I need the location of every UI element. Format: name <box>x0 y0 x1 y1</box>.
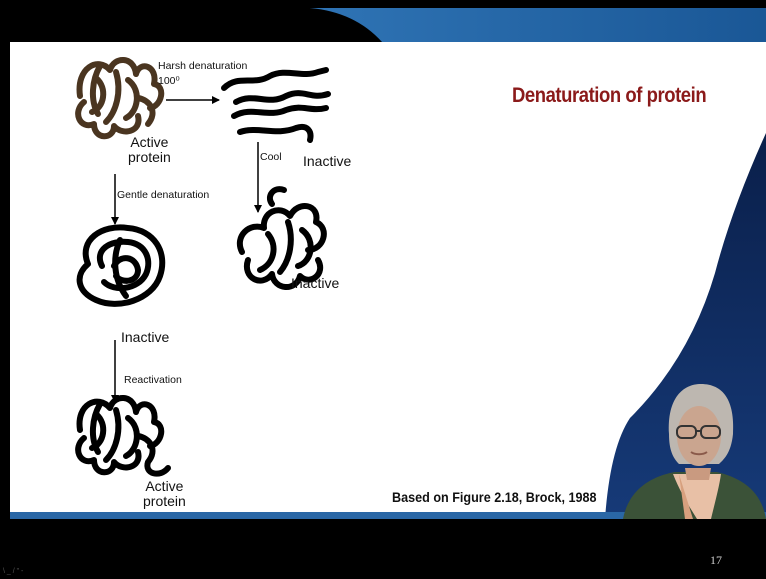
slide: Harsh denaturation 100⁰ Cool Gentle dena… <box>10 8 766 519</box>
inactive-label-misfolded: Inactive <box>291 276 339 291</box>
harsh-denaturation-text: Harsh denaturation <box>158 61 247 73</box>
presenter-video <box>615 376 766 519</box>
gentle-denaturation-label: Gentle denaturation <box>117 190 209 202</box>
page-number: 17 <box>710 553 722 568</box>
bottom-black-bar <box>0 519 766 579</box>
harsh-denaturation-label: Harsh denaturation 100⁰ <box>158 61 247 87</box>
gently-denatured-coil <box>80 227 163 303</box>
active-protein-bottom-line1: Active <box>143 479 186 494</box>
active-protein-bottom-line2: protein <box>143 494 186 509</box>
active-protein-line2: protein <box>128 150 171 165</box>
inactive-label-gentle: Inactive <box>121 330 169 345</box>
active-protein-line1: Active <box>128 135 171 150</box>
slide-title: Denaturation of protein <box>512 84 706 108</box>
corner-mark: \ _ / " - <box>3 568 23 575</box>
inactive-label-unfolded: Inactive <box>303 154 351 169</box>
active-protein-coil-bottom <box>78 398 168 474</box>
active-protein-coil-top <box>78 60 161 136</box>
active-protein-label-bottom: Active protein <box>143 479 186 510</box>
reactivation-label: Reactivation <box>124 375 182 387</box>
temperature-text: 100⁰ <box>158 76 247 88</box>
active-protein-label-top: Active protein <box>128 135 171 166</box>
cool-label: Cool <box>260 152 282 164</box>
figure-citation: Based on Figure 2.18, Brock, 1988 <box>392 489 596 505</box>
misfolded-protein-coil <box>240 189 324 287</box>
